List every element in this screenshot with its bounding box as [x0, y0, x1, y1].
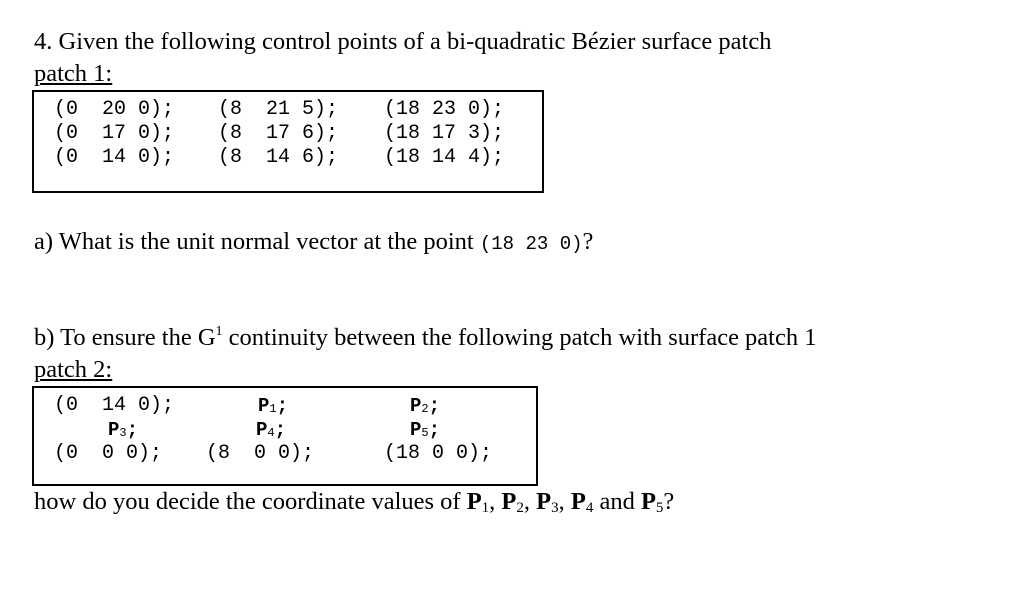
- p5-index: 5: [655, 500, 664, 516]
- p1-index: 1: [481, 500, 490, 516]
- patch1-cell-r0c0: (0 20 0);: [54, 98, 175, 121]
- patch2-cell-r0c0: (0 14 0);: [54, 394, 175, 417]
- part-a-suffix: ?: [582, 228, 594, 255]
- final-question: how do you decide the coordinate values …: [34, 488, 674, 517]
- patch2-control-points-box: (0 14 0); P1; P2; P3; P4; P5; (0 0 0); (…: [32, 386, 538, 486]
- final-question-text: how do you decide the coordinate values …: [34, 488, 467, 515]
- point-tail: ;: [276, 395, 289, 417]
- patch2-cell-r1c2: P5;: [410, 418, 440, 445]
- p3-letter: P: [536, 488, 552, 515]
- patch2-cell-r2c2: (18 0 0);: [384, 442, 493, 465]
- patch2-label: patch 2:: [34, 356, 113, 383]
- point-tail: ;: [428, 395, 441, 417]
- part-b-suffix: continuity between the following patch w…: [222, 324, 817, 351]
- p2-index: 2: [516, 500, 524, 516]
- point-letter: P: [258, 395, 270, 417]
- question-title: 4. Given the following control points of…: [34, 28, 772, 55]
- question-mark: ?: [663, 488, 675, 515]
- patch2-cell-r1c1: P4;: [256, 418, 286, 445]
- patch2-cell-r1c0: P3;: [108, 418, 138, 445]
- separator: and: [593, 488, 641, 515]
- patch1-cell-r1c1: (8 17 6);: [218, 122, 339, 145]
- point-tail: ;: [428, 419, 441, 441]
- separator: ,: [489, 488, 502, 515]
- patch1-cell-r2c0: (0 14 0);: [54, 146, 175, 169]
- patch1-cell-r1c0: (0 17 0);: [54, 122, 175, 145]
- part-a-point: (18 23 0): [479, 233, 583, 255]
- p1-letter: P: [466, 488, 482, 515]
- point-letter: P: [256, 419, 268, 441]
- point-letter: P: [410, 419, 422, 441]
- part-b-superscript: 1: [215, 324, 223, 339]
- p4-index: 4: [585, 500, 594, 516]
- patch1-cell-r2c2: (18 14 4);: [384, 146, 505, 169]
- point-letter: P: [108, 419, 120, 441]
- p2-letter: P: [501, 488, 517, 515]
- p3-index: 3: [551, 500, 559, 516]
- part-a-prefix: a) What is the unit normal vector at the…: [34, 228, 480, 255]
- point-index: 3: [119, 426, 127, 440]
- point-tail: ;: [274, 419, 287, 441]
- point-index: 4: [267, 426, 275, 440]
- patch1-cell-r2c1: (8 14 6);: [218, 146, 339, 169]
- point-index: 2: [421, 402, 429, 416]
- separator: ,: [523, 488, 537, 515]
- separator: ,: [558, 488, 571, 515]
- point-letter: P: [410, 395, 422, 417]
- p5-letter: P: [640, 488, 656, 515]
- point-index: 5: [421, 426, 429, 440]
- part-b-question: b) To ensure the G1 continuity between t…: [34, 324, 817, 352]
- patch2-cell-r0c1: P1;: [258, 394, 288, 421]
- point-tail: ;: [126, 419, 139, 441]
- patch1-cell-r0c2: (18 23 0);: [384, 98, 505, 121]
- patch2-cell-r2c0: (0 0 0);: [54, 442, 163, 465]
- p4-letter: P: [570, 488, 586, 515]
- patch1-control-points-box: (0 20 0); (8 21 5); (18 23 0); (0 17 0);…: [32, 90, 544, 193]
- patch2-cell-r2c1: (8 0 0);: [206, 442, 315, 465]
- part-b-prefix: b) To ensure the G: [34, 324, 216, 351]
- patch1-label: patch 1:: [34, 60, 113, 87]
- patch1-cell-r1c2: (18 17 3);: [384, 122, 505, 145]
- part-a-question: a) What is the unit normal vector at the…: [34, 228, 593, 256]
- patch2-cell-r0c2: P2;: [410, 394, 440, 421]
- patch1-cell-r0c1: (8 21 5);: [218, 98, 339, 121]
- point-index: 1: [269, 402, 277, 416]
